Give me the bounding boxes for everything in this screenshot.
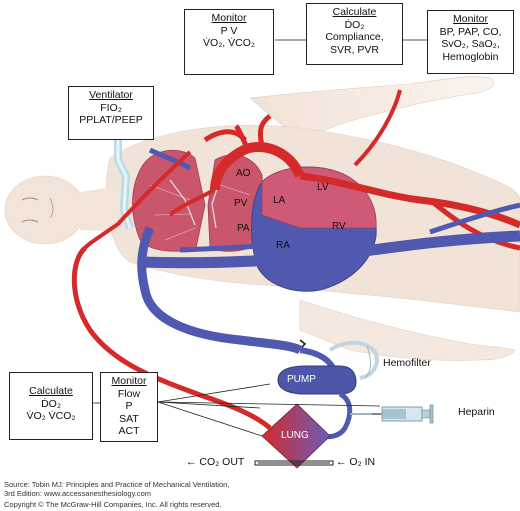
calculate-bottom-box: Calculate ḊO₂ V̇O₂ V̇CO₂ [9, 372, 93, 440]
label-ra: RA [276, 240, 290, 251]
calculate-top-line-2: Compliance, [325, 31, 384, 43]
label-pump: PUMP [287, 374, 316, 385]
connector-lines [93, 39, 427, 437]
label-heparin: Heparin [458, 406, 495, 418]
monitor-bottom-title: Monitor [111, 375, 147, 387]
label-pv: PV [234, 198, 248, 209]
return-cannula [71, 246, 272, 430]
label-hemofilter: Hemofilter [383, 357, 431, 369]
calculate-top-line-1: ḊO₂ [344, 18, 365, 31]
label-la: LA [273, 195, 286, 206]
monitor-bottom-line-1: Flow [117, 387, 141, 400]
label-lv: LV [317, 182, 329, 193]
calculate-bottom-line-1: ḊO₂ [41, 397, 61, 410]
monitor-bottom-line-2: P [125, 400, 133, 412]
monitor-right-line-3: Hemoglobin [442, 50, 499, 63]
monitor-right-box: Monitor BP, PAP, CO, SvO₂, SaO₂, Hemoglo… [427, 10, 514, 74]
monitor-top-line-1: P V [220, 24, 238, 37]
ventilator-line-1: FIO₂ [100, 101, 122, 114]
monitor-right-line-1: BP, PAP, CO, [439, 25, 502, 38]
calculate-top-title: Calculate [332, 6, 377, 18]
source-line-3: Copyright © The McGraw-Hill Companies, I… [4, 500, 222, 509]
venous-vessels [137, 147, 520, 355]
source-line-2: 3rd Edition: www.accessanesthesiology.co… [4, 489, 152, 498]
monitor-bottom-line-4: ACT [118, 425, 140, 437]
monitor-right-line-2: SvO₂, SaO₂, [441, 38, 500, 50]
label-o2-in: ← O₂ IN [336, 456, 376, 468]
monitor-top-title: Monitor [211, 12, 247, 24]
calculate-bottom-title: Calculate [29, 385, 73, 397]
label-lung: LUNG [281, 430, 309, 441]
monitor-bottom-box: Monitor Flow P SAT ACT [100, 372, 158, 442]
ventilator-title: Ventilator [89, 89, 133, 101]
calculate-bottom-line-2: V̇O₂ V̇CO₂ [26, 410, 76, 422]
ecmo-circuit [254, 339, 380, 469]
label-co2-out: ← CO₂ OUT [186, 456, 245, 468]
label-pa: PA [237, 223, 250, 234]
monitor-right-title: Monitor [452, 13, 488, 25]
monitor-top-box: Monitor P V V̇O₂, V̇CO₂ [184, 9, 274, 75]
calculate-top-line-3: SVR, PVR [329, 43, 379, 56]
ventilator-box: Ventilator FIO₂ PPLAT/PEEP [68, 86, 154, 140]
label-ao: AO [236, 168, 251, 179]
source-line-1: Source: Tobin MJ: Principles and Practic… [4, 480, 230, 489]
heparin-syringe [372, 404, 434, 424]
monitor-bottom-line-3: SAT [119, 412, 139, 425]
monitor-top-line-2: V̇O₂, V̇CO₂ [203, 37, 255, 49]
ventilator-line-2: PPLAT/PEEP [79, 114, 143, 126]
calculate-top-box: Calculate ḊO₂ Compliance, SVR, PVR [306, 3, 403, 65]
label-rv: RV [332, 221, 346, 232]
